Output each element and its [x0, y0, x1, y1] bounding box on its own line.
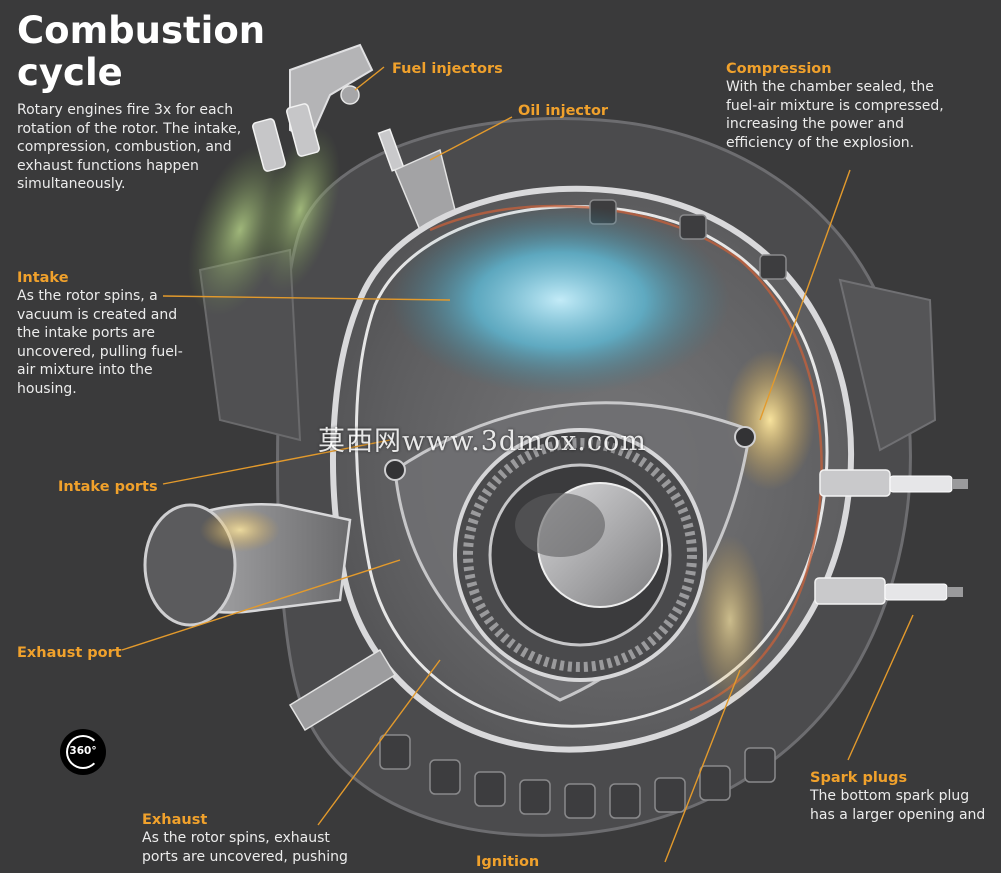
- exhaust-pipe: [143, 503, 352, 627]
- compression-heading: Compression: [726, 61, 832, 77]
- watermark: 莫西网www.3dmox.com: [318, 426, 647, 457]
- page-title: Combustion cycle: [17, 9, 266, 94]
- leader-lines: [121, 66, 914, 863]
- spark-plug-top: [819, 469, 968, 497]
- intake-text: As the rotor spins, a vacuum is created …: [17, 288, 183, 397]
- rotor-apex-left: [384, 459, 406, 481]
- ignition-glow: [695, 535, 765, 705]
- fuel-injector-assembly: [252, 43, 374, 172]
- fuel-injectors-label: Fuel injectors: [392, 61, 503, 77]
- spark-plugs-text: The bottom spark plug has a larger openi…: [810, 788, 986, 823]
- intake-heading: Intake: [17, 270, 69, 286]
- oil-injector-label: Oil injector: [518, 103, 609, 119]
- compression-glow: [725, 350, 815, 490]
- exhaust-heading: Exhaust: [142, 812, 208, 828]
- right-bracket: [838, 278, 937, 452]
- compression-text: With the chamber sealed, the fuel-air mi…: [726, 79, 944, 151]
- intake-charge-glow: [390, 205, 730, 395]
- rotate-360-icon: [66, 735, 100, 769]
- view-360-label: 360°: [69, 745, 97, 757]
- rotor-apex-right: [734, 426, 756, 448]
- intake-ports-label: Intake ports: [58, 479, 158, 495]
- gear-teeth: [463, 438, 697, 672]
- intro-text: Rotary engines fire 3x for each rotation…: [17, 102, 242, 192]
- shaft-bore: [515, 493, 605, 557]
- exhaust-text: As the rotor spins, exhaust ports are un…: [142, 830, 348, 865]
- spark-plug-bottom: [814, 577, 963, 605]
- view-360-button[interactable]: 360°: [60, 729, 106, 775]
- oil-injector: [377, 128, 456, 232]
- exhaust-flange: [288, 648, 397, 732]
- ignition-heading: Ignition: [476, 854, 540, 870]
- spark-plugs-heading: Spark plugs: [810, 770, 908, 786]
- exhaust-port-label: Exhaust port: [17, 645, 122, 661]
